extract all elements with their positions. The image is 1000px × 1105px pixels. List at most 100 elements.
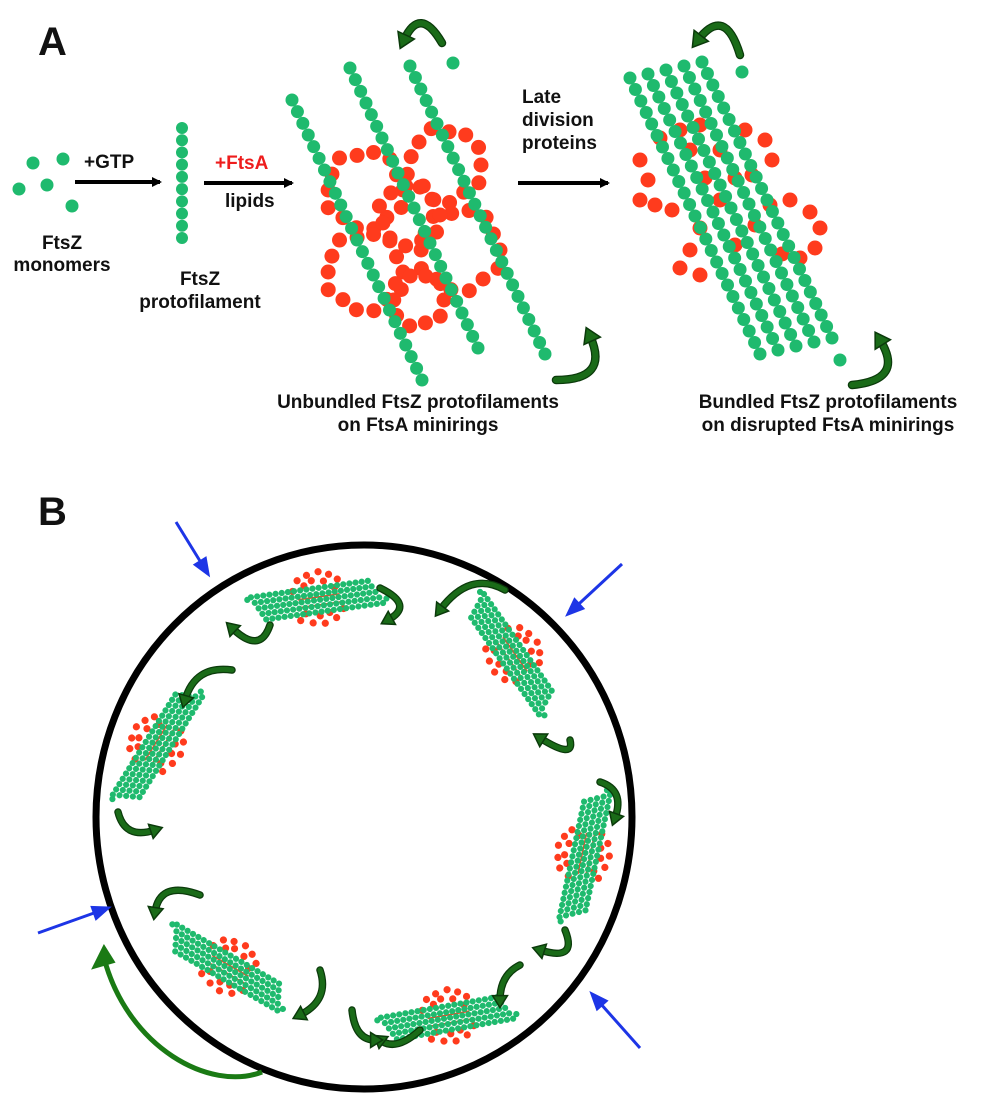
ftsz-subunit <box>721 278 734 292</box>
ftsz-subunit <box>210 963 217 970</box>
ftsz-subunit <box>593 795 601 802</box>
ftsa-subunit <box>387 276 403 292</box>
ftsa-subunit <box>427 1035 436 1043</box>
ftsz-subunit <box>354 84 368 98</box>
ftsz-subunit <box>380 143 394 157</box>
ftsz-subunit <box>377 291 391 305</box>
ftsz-subunit <box>706 205 720 219</box>
ftsz-subunit <box>415 373 429 387</box>
ftsz-subunit <box>478 618 485 626</box>
ftsa-subunit <box>150 713 158 721</box>
ftsa-subunit <box>475 271 491 287</box>
ftsz-subunit <box>489 1006 496 1014</box>
ftsz-subunit <box>418 224 432 238</box>
ftsz-subunit <box>261 604 268 611</box>
turnover-arrowhead <box>874 330 892 351</box>
turnover-arrowhead <box>491 994 509 1010</box>
ftsa-subunit <box>632 192 648 208</box>
ftsz-subunit <box>650 129 664 142</box>
ftsz-subunit <box>296 116 310 130</box>
ftsz-subunit <box>432 1023 439 1030</box>
ftsz-subunit <box>702 155 716 169</box>
late-label-line3: proteins <box>522 133 597 154</box>
ftsz-subunit <box>664 75 678 88</box>
ftsz-subunit <box>129 771 136 778</box>
ftsz-subunit <box>116 780 123 788</box>
ftsz-subunit <box>448 1026 456 1033</box>
ftsz-subunit <box>502 1004 509 1012</box>
ftsz-subunit <box>496 644 503 651</box>
ftsz-subunit <box>254 968 261 975</box>
ftsz-subunit <box>572 898 579 905</box>
ftsz-subunit <box>545 693 552 700</box>
ftsz-subunit <box>263 597 271 605</box>
ftsz-subunit <box>172 713 179 720</box>
ftsa-subunit <box>198 969 206 978</box>
blue-arrowhead <box>565 597 586 617</box>
ftsz-subunit <box>422 1018 429 1026</box>
ftsz-subunit <box>248 971 255 978</box>
ftsz-subunit <box>399 338 413 352</box>
ftsa-subunit <box>320 200 336 216</box>
ftsz-subunit <box>182 720 189 727</box>
ftsz-subunit <box>778 316 792 330</box>
ftsz-subunit <box>807 335 821 349</box>
ftsz-subunit <box>364 577 371 584</box>
ftsz-subunit <box>674 136 687 150</box>
ftsa-subunit <box>128 734 136 742</box>
ftsz-subunit <box>281 613 288 620</box>
ftsz-subunit <box>199 950 207 957</box>
ftsa-subunit <box>471 139 487 155</box>
ftsz-subunit <box>561 889 568 896</box>
ftsz-subunit <box>582 907 589 914</box>
ftsz-subunit <box>463 999 470 1006</box>
ftsz-subunit <box>722 240 736 253</box>
ftsz-subunit <box>209 970 216 977</box>
ftsz-subunit <box>587 854 594 861</box>
ftsa-subunit <box>333 613 341 622</box>
ftsz-subunit <box>310 597 318 604</box>
ftsz-subunit <box>672 175 686 188</box>
ftsz-subunit <box>473 209 487 223</box>
ftsz-subunit <box>146 744 153 751</box>
ftsz-subunit <box>500 660 507 667</box>
ftsz-subunit <box>578 868 585 875</box>
ftsz-subunit <box>159 712 166 719</box>
ftsz-subunit <box>473 1022 480 1029</box>
ftsz-subunit <box>444 283 458 297</box>
ftsa-subunit <box>444 205 460 221</box>
ftsz-subunit <box>176 134 188 147</box>
ftsz-subunit <box>645 117 659 131</box>
panel-a-letter: A <box>38 20 67 64</box>
ftsz-subunit <box>596 840 603 847</box>
ftsz-subunit <box>489 634 496 641</box>
ftsz-subunit <box>531 684 538 691</box>
ftsz-subunit <box>176 146 188 159</box>
ftsa-subunit <box>812 220 828 236</box>
ftsz-subunit <box>742 197 756 211</box>
ftsz-subunit <box>149 750 156 757</box>
ftsz-subunit <box>793 262 806 276</box>
ftsz-subunit <box>263 616 270 623</box>
ftsz-subunit <box>176 122 188 134</box>
ftsz-subunit <box>562 912 570 919</box>
ftsz-subunit <box>183 947 190 955</box>
ftsa-subunit <box>309 619 317 627</box>
ftsz-subunit <box>700 67 714 80</box>
ftsz-subunit <box>204 966 211 974</box>
turnover-arrow <box>537 735 574 752</box>
ftsa-subunit <box>176 750 185 758</box>
ftsz-subunit <box>318 608 325 615</box>
ftsz-subunit <box>400 1016 407 1023</box>
ftsz-subunit <box>744 159 758 172</box>
ftsz-subunit <box>531 673 538 680</box>
ftsa-subunit <box>132 723 140 731</box>
ftsz-subunit <box>290 588 298 595</box>
ftsz-subunit <box>146 767 153 774</box>
ftsz-subunit <box>566 865 573 872</box>
ftsz-subunit <box>517 685 525 692</box>
ftsz-subunit <box>269 997 276 1004</box>
ftsz-subunit <box>193 960 200 967</box>
ftsz-subunit <box>506 648 513 655</box>
ftsz-subunit <box>506 659 514 666</box>
